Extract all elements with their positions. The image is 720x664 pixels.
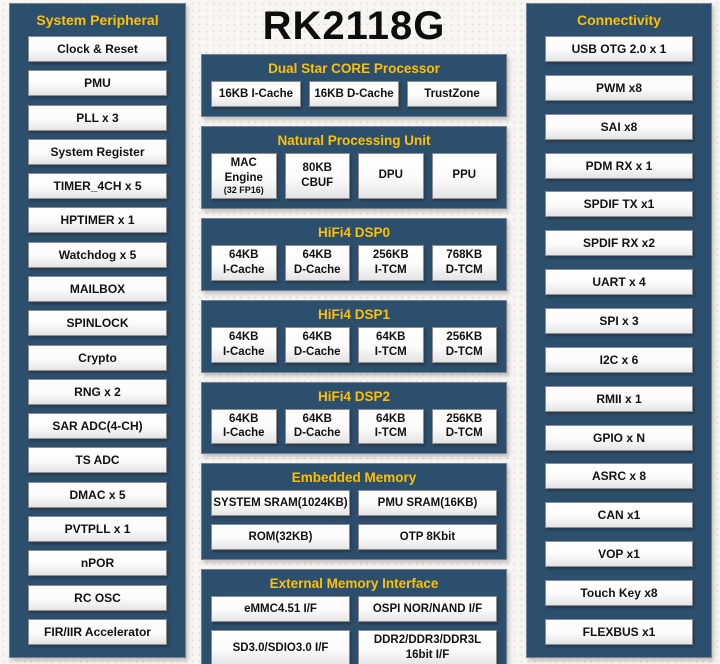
peripheral-item: TS ADC xyxy=(28,447,167,474)
block-title: Natural Processing Unit xyxy=(277,133,431,148)
peripheral-item: DMAC x 5 xyxy=(28,481,167,508)
connectivity-item: Touch Key x8 xyxy=(545,580,693,607)
peripheral-item: PVTPLL x 1 xyxy=(28,515,167,542)
connectivity-item: UART x 4 xyxy=(545,269,693,296)
peripheral-item: System Register xyxy=(28,138,167,165)
connectivity-item: VOP x1 xyxy=(545,541,693,568)
chip-cell: PPU xyxy=(431,153,497,199)
block-title: Dual Star CORE Processor xyxy=(268,61,440,76)
chip-cell: MAC Engine(32 FP16) xyxy=(211,153,277,199)
connectivity-items: USB OTG 2.0 x 1 PWM x8 SAI x8 PDM RX x 1… xyxy=(527,30,711,645)
block-grid: 16KB I-Cache 16KB D-Cache TrustZone xyxy=(211,81,497,107)
chip-cell: 16KB I-Cache xyxy=(211,81,301,107)
center-block: Natural Processing Unit MAC Engine(32 FP… xyxy=(201,126,507,209)
connectivity-item: PDM RX x 1 xyxy=(545,152,693,179)
chip-cell: 80KB CBUF xyxy=(284,153,350,199)
chip-cell: DPU xyxy=(358,153,424,199)
chip-cell: OTP 8Kbit xyxy=(358,524,497,551)
chip-title: RK2118G xyxy=(262,4,446,48)
chip-cell: SD3.0/SDIO3.0 I/F xyxy=(211,630,350,664)
system-peripheral-title: System Peripheral xyxy=(36,12,159,28)
block-title: External Memory Interface xyxy=(269,576,439,592)
system-peripheral-panel: System Peripheral Clock & Reset PMU PLL … xyxy=(9,3,186,658)
connectivity-item: ASRC x 8 xyxy=(545,463,693,490)
connectivity-item: USB OTG 2.0 x 1 xyxy=(545,36,693,62)
chip-cell: SYSTEM SRAM(1024KB) xyxy=(211,490,350,517)
peripheral-item: FIR/IIR Accelerator xyxy=(28,618,167,645)
chip-cell: OSPI NOR/NAND I/F xyxy=(358,596,497,623)
peripheral-item: PLL x 3 xyxy=(28,104,167,131)
peripheral-item: nPOR xyxy=(28,550,167,577)
peripheral-item: PMU xyxy=(28,70,167,97)
chip-cell: ROM(32KB) xyxy=(211,524,350,551)
connectivity-item: SAI x8 xyxy=(545,113,693,140)
block-title: HiFi4 DSP2 xyxy=(317,388,391,404)
connectivity-item: CAN x1 xyxy=(545,502,693,529)
connectivity-item: SPDIF RX x2 xyxy=(545,230,693,257)
peripheral-item: SPINLOCK xyxy=(28,310,167,337)
block-grid: SYSTEM SRAM(1024KB) PMU SRAM(16KB) ROM(32K… xyxy=(211,490,497,551)
center-column: RK2118G Dual Star CORE Processor 16KB I-… xyxy=(201,0,507,664)
connectivity-item: RMII x 1 xyxy=(545,385,693,412)
block-grid: eMMC4.51 I/F OSPI NOR/NAND I/F SD3.0/SDIO3… xyxy=(211,596,497,664)
block-title: HiFi4 DSP0 xyxy=(317,224,391,240)
peripheral-item: MAILBOX xyxy=(28,275,167,302)
chip-cell: PMU SRAM(16KB) xyxy=(358,490,497,517)
chip-cell: eMMC4.51 I/F xyxy=(211,596,350,623)
connectivity-item: SPI x 3 xyxy=(545,308,693,335)
connectivity-item: PWM x8 xyxy=(545,74,693,101)
peripheral-item: Crypto xyxy=(28,344,167,371)
system-peripheral-items: Clock & Reset PMU PLL x 3 System Registe… xyxy=(10,30,185,645)
connectivity-title: Connectivity xyxy=(576,12,661,28)
connectivity-item: FLEXBUS x1 xyxy=(545,618,693,645)
peripheral-item: RNG x 2 xyxy=(28,378,167,405)
peripheral-item: HPTIMER x 1 xyxy=(28,207,167,234)
block-title: HiFi4 DSP1 xyxy=(317,306,391,322)
chip-cell: TrustZone xyxy=(407,81,497,107)
center-block: Embedded Memory SYSTEM SRAM(1024KB) PMU S… xyxy=(201,463,507,561)
connectivity-item: GPIO x N xyxy=(545,424,693,451)
peripheral-item: Clock & Reset xyxy=(28,36,167,62)
connectivity-panel: Connectivity USB OTG 2.0 x 1 PWM x8 SAI … xyxy=(526,3,712,658)
connectivity-item: I2C x 6 xyxy=(545,346,693,373)
peripheral-item: SAR ADC(4-CH) xyxy=(28,413,167,440)
chip-cell: 16KB D-Cache xyxy=(309,81,399,107)
block-title: Embedded Memory xyxy=(291,470,417,486)
peripheral-item: RC OSC xyxy=(28,584,167,611)
peripheral-item: TIMER_4CH x 5 xyxy=(28,173,167,200)
peripheral-item: Watchdog x 5 xyxy=(28,241,167,268)
connectivity-item: SPDIF TX x1 xyxy=(545,191,693,218)
center-block: External Memory Interface eMMC4.51 I/F OS… xyxy=(201,569,507,664)
